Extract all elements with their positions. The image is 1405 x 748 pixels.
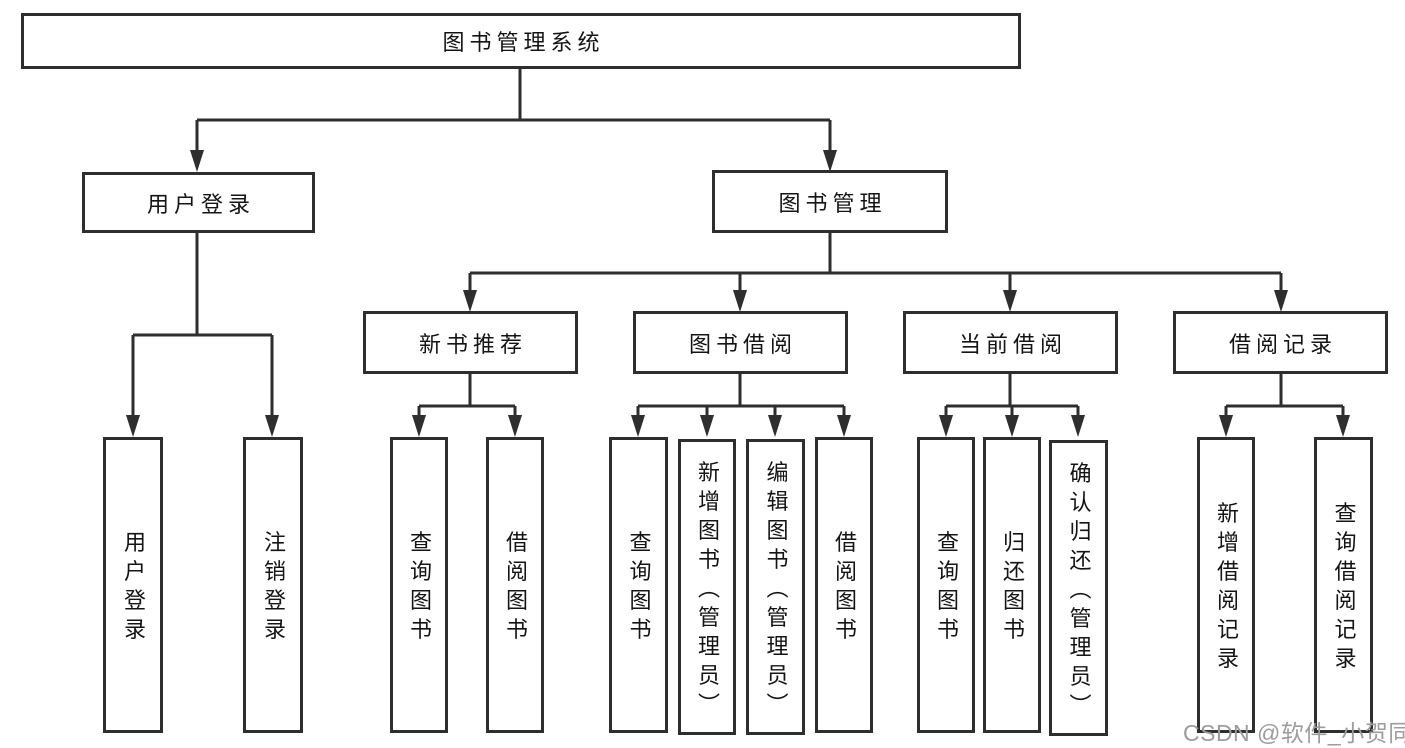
arrowhead	[837, 415, 851, 437]
node-label: 新增图书（管理员）	[695, 460, 720, 721]
csdn-watermark: CSDN @软件_小贺同学	[1183, 720, 1405, 746]
node-label: 当前借阅	[958, 331, 1067, 357]
node-label: 归还图书	[1000, 530, 1025, 647]
arrowhead	[1003, 290, 1017, 312]
node-label: 编辑图书（管理员）	[763, 460, 789, 721]
arrowhead	[768, 415, 782, 437]
leaf-br-query-record: 查询借阅记录	[1314, 437, 1373, 733]
arrowhead	[631, 415, 645, 437]
node-label: 查询图书	[934, 530, 959, 647]
leaf-bb-query-books: 查询图书	[609, 437, 668, 733]
arrowhead	[939, 415, 953, 437]
leaf-bb-edit-book-admin: 编辑图书（管理员）	[746, 439, 805, 735]
arrowhead	[265, 415, 279, 437]
arrowhead	[1219, 415, 1233, 437]
leaf-nb-borrow-books: 借阅图书	[486, 437, 544, 733]
connector-user-login-to-children	[131, 233, 274, 417]
node-root-library-system: 图书管理系统	[21, 13, 1021, 69]
leaf-bb-borrow-books: 借阅图书	[815, 437, 873, 733]
node-label: 新增借阅记录	[1214, 501, 1239, 676]
arrowhead	[1071, 415, 1085, 437]
node-label: 借阅图书	[832, 530, 857, 647]
arrowhead	[733, 290, 747, 312]
connector-book-borrow-to-children	[636, 374, 846, 417]
arrowhead	[1005, 415, 1019, 437]
arrowhead	[412, 415, 426, 437]
arrowhead	[700, 415, 714, 437]
leaf-nb-query-books: 查询图书	[390, 437, 448, 733]
connector-book-management-to-modules	[468, 233, 1283, 292]
arrowhead	[126, 415, 140, 437]
node-new-book-recommend: 新书推荐	[363, 311, 578, 374]
node-label: 查询图书	[626, 530, 652, 647]
arrowhead	[508, 415, 522, 437]
connector-new-book-to-children	[417, 374, 517, 417]
leaf-br-add-record: 新增借阅记录	[1197, 437, 1255, 733]
connector-current-borrow-to-children	[944, 374, 1080, 417]
node-label: 用户登录	[146, 191, 255, 217]
node-label: 注销登录	[261, 530, 286, 647]
leaf-user-login: 用户登录	[103, 437, 163, 733]
node-label: 图书借阅	[688, 331, 797, 357]
connector-borrow-records-to-children	[1224, 374, 1345, 417]
arrowhead	[190, 150, 204, 172]
connector-root-to-level2	[195, 68, 832, 152]
node-label: 借阅记录	[1228, 331, 1337, 357]
node-book-management: 图书管理	[712, 170, 948, 233]
node-label: 图书管理系统	[442, 30, 605, 55]
node-label: 图书管理	[778, 190, 887, 216]
leaf-cb-return-books: 归还图书	[983, 437, 1041, 733]
node-current-borrow: 当前借阅	[903, 311, 1118, 374]
node-label: 用户登录	[121, 530, 146, 647]
arrowhead	[463, 290, 477, 312]
arrowhead	[1336, 415, 1350, 437]
leaf-bb-add-book-admin: 新增图书（管理员）	[678, 439, 736, 735]
arrowhead	[1274, 290, 1288, 312]
node-label: 新书推荐	[418, 331, 527, 357]
node-borrow-records: 借阅记录	[1173, 311, 1388, 374]
node-label: 查询图书	[407, 530, 432, 647]
leaf-cb-confirm-return-admin: 确认归还（管理员）	[1049, 440, 1108, 736]
node-user-login: 用户登录	[82, 172, 315, 233]
leaf-logout: 注销登录	[243, 437, 303, 733]
leaf-cb-query-books: 查询图书	[917, 437, 975, 733]
arrowhead	[823, 150, 837, 172]
node-label: 确认归还（管理员）	[1066, 461, 1092, 722]
node-label: 借阅图书	[503, 530, 528, 647]
node-label: 查询借阅记录	[1331, 501, 1357, 676]
node-book-borrow: 图书借阅	[633, 311, 848, 374]
